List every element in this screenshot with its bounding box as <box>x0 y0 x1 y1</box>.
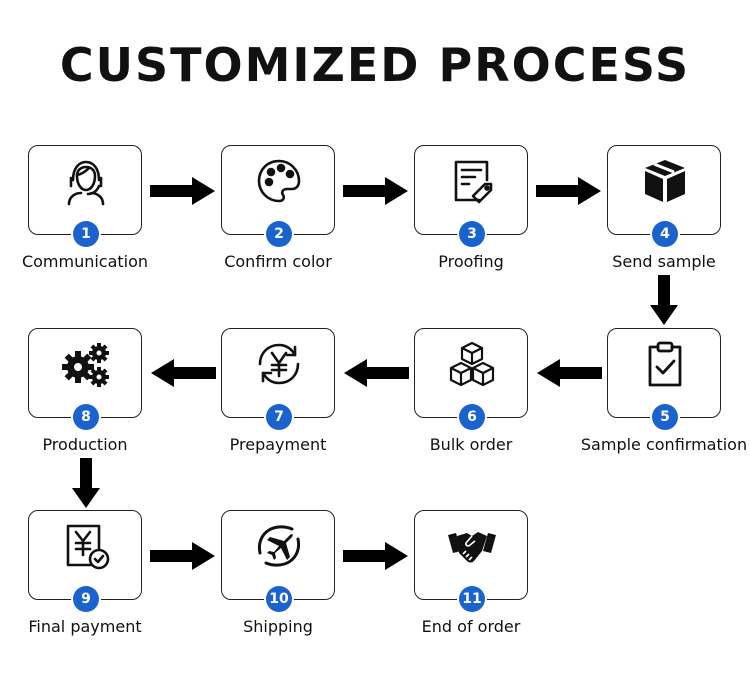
step-number-badge: 9 <box>73 586 99 612</box>
clipboard-check-icon <box>640 339 690 389</box>
step-label: End of order <box>421 617 521 636</box>
airplane-icon <box>254 521 304 571</box>
handshake-icon <box>447 521 497 571</box>
package-box-icon <box>640 156 690 206</box>
step-label: Sample confirmation <box>580 435 748 454</box>
step-label: Communication <box>21 252 149 271</box>
arrow-down-icon <box>650 275 678 325</box>
step-box: 8 <box>28 328 142 430</box>
yuan-refresh-icon <box>254 339 304 389</box>
headset-agent-icon <box>61 156 111 206</box>
arrow-right-icon <box>150 177 215 205</box>
step-number-badge: 6 <box>459 404 485 430</box>
step-box: 10 <box>221 510 335 612</box>
step-label: Proofing <box>438 252 504 271</box>
step-shipping: 10 Shipping <box>183 510 373 650</box>
arrow-right-icon <box>343 542 408 570</box>
step-number-badge: 5 <box>652 404 678 430</box>
proof-document-icon <box>447 156 497 206</box>
step-box: 4 <box>607 145 721 247</box>
stacked-boxes-icon <box>447 339 497 389</box>
step-number-badge: 11 <box>459 586 485 612</box>
step-final-payment: 9 Final payment <box>0 510 180 650</box>
step-number-badge: 3 <box>459 221 485 247</box>
step-label: Prepayment <box>229 435 327 454</box>
step-send-sample: 4 Send sample <box>569 145 750 285</box>
step-number-badge: 2 <box>266 221 292 247</box>
step-box: 6 <box>414 328 528 430</box>
step-number-badge: 4 <box>652 221 678 247</box>
step-box: 11 <box>414 510 528 612</box>
color-palette-icon <box>254 156 304 206</box>
step-proofing: 3 Proofing <box>376 145 566 285</box>
step-number-badge: 10 <box>266 586 292 612</box>
step-end-of-order: 11 End of order <box>376 510 566 650</box>
step-label: Confirm color <box>224 252 332 271</box>
step-box: 5 <box>607 328 721 430</box>
step-prepayment: 7 Prepayment <box>183 328 373 468</box>
step-bulk-order: 6 Bulk order <box>376 328 566 468</box>
arrow-right-icon <box>150 542 215 570</box>
step-number-badge: 7 <box>266 404 292 430</box>
step-label: Bulk order <box>429 435 513 454</box>
arrow-right-icon <box>343 177 408 205</box>
step-label: Final payment <box>28 617 142 636</box>
step-sample-confirmation: 5 Sample confirmation <box>569 328 750 468</box>
yuan-bill-check-icon <box>61 521 111 571</box>
step-production: 8 Production <box>0 328 180 468</box>
gears-icon <box>61 339 111 389</box>
page-title: CUSTOMIZED PROCESS <box>59 38 691 92</box>
step-number-badge: 1 <box>73 221 99 247</box>
step-confirm-color: 2 Confirm color <box>183 145 373 285</box>
arrow-left-icon <box>344 359 409 387</box>
step-box: 2 <box>221 145 335 247</box>
step-communication: 1 Communication <box>0 145 180 285</box>
step-label: Production <box>42 435 128 454</box>
step-box: 1 <box>28 145 142 247</box>
arrow-right-icon <box>536 177 601 205</box>
step-label: Shipping <box>243 617 313 636</box>
step-box: 3 <box>414 145 528 247</box>
arrow-down-icon <box>72 458 100 508</box>
arrow-left-icon <box>537 359 602 387</box>
step-box: 9 <box>28 510 142 612</box>
arrow-left-icon <box>151 359 216 387</box>
step-box: 7 <box>221 328 335 430</box>
step-number-badge: 8 <box>73 404 99 430</box>
step-label: Send sample <box>612 252 716 271</box>
